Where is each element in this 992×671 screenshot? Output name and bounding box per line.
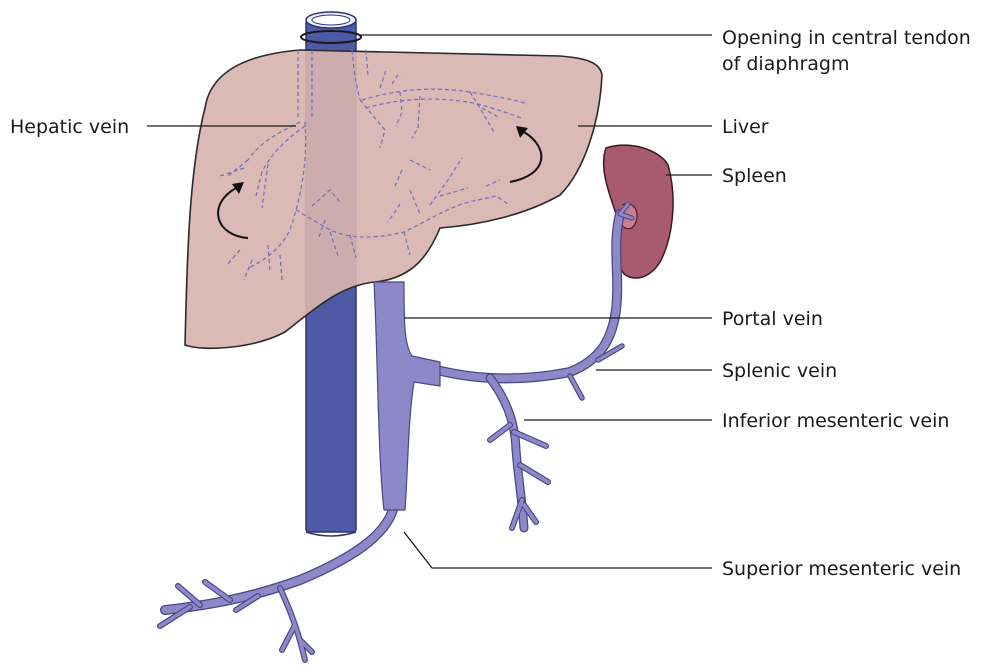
label-opening-line1: Opening in central tendon	[722, 27, 971, 49]
label-hepatic-vein: Hepatic vein	[10, 116, 129, 138]
label-liver: Liver	[722, 116, 769, 138]
label-spleen: Spleen	[722, 165, 787, 187]
label-splenic-vein: Splenic vein	[722, 360, 837, 382]
label-opening-line2: of diaphragm	[722, 53, 849, 75]
label-inferior-mesenteric-vein: Inferior mesenteric vein	[722, 410, 949, 432]
inferior-mesenteric-vein	[490, 378, 548, 528]
superior-mesenteric-vein	[160, 500, 395, 660]
portal-vein	[374, 282, 440, 510]
label-superior-mesenteric-vein: Superior mesenteric vein	[722, 558, 961, 580]
splenic-vein	[412, 204, 632, 398]
label-portal-vein: Portal vein	[722, 308, 823, 330]
